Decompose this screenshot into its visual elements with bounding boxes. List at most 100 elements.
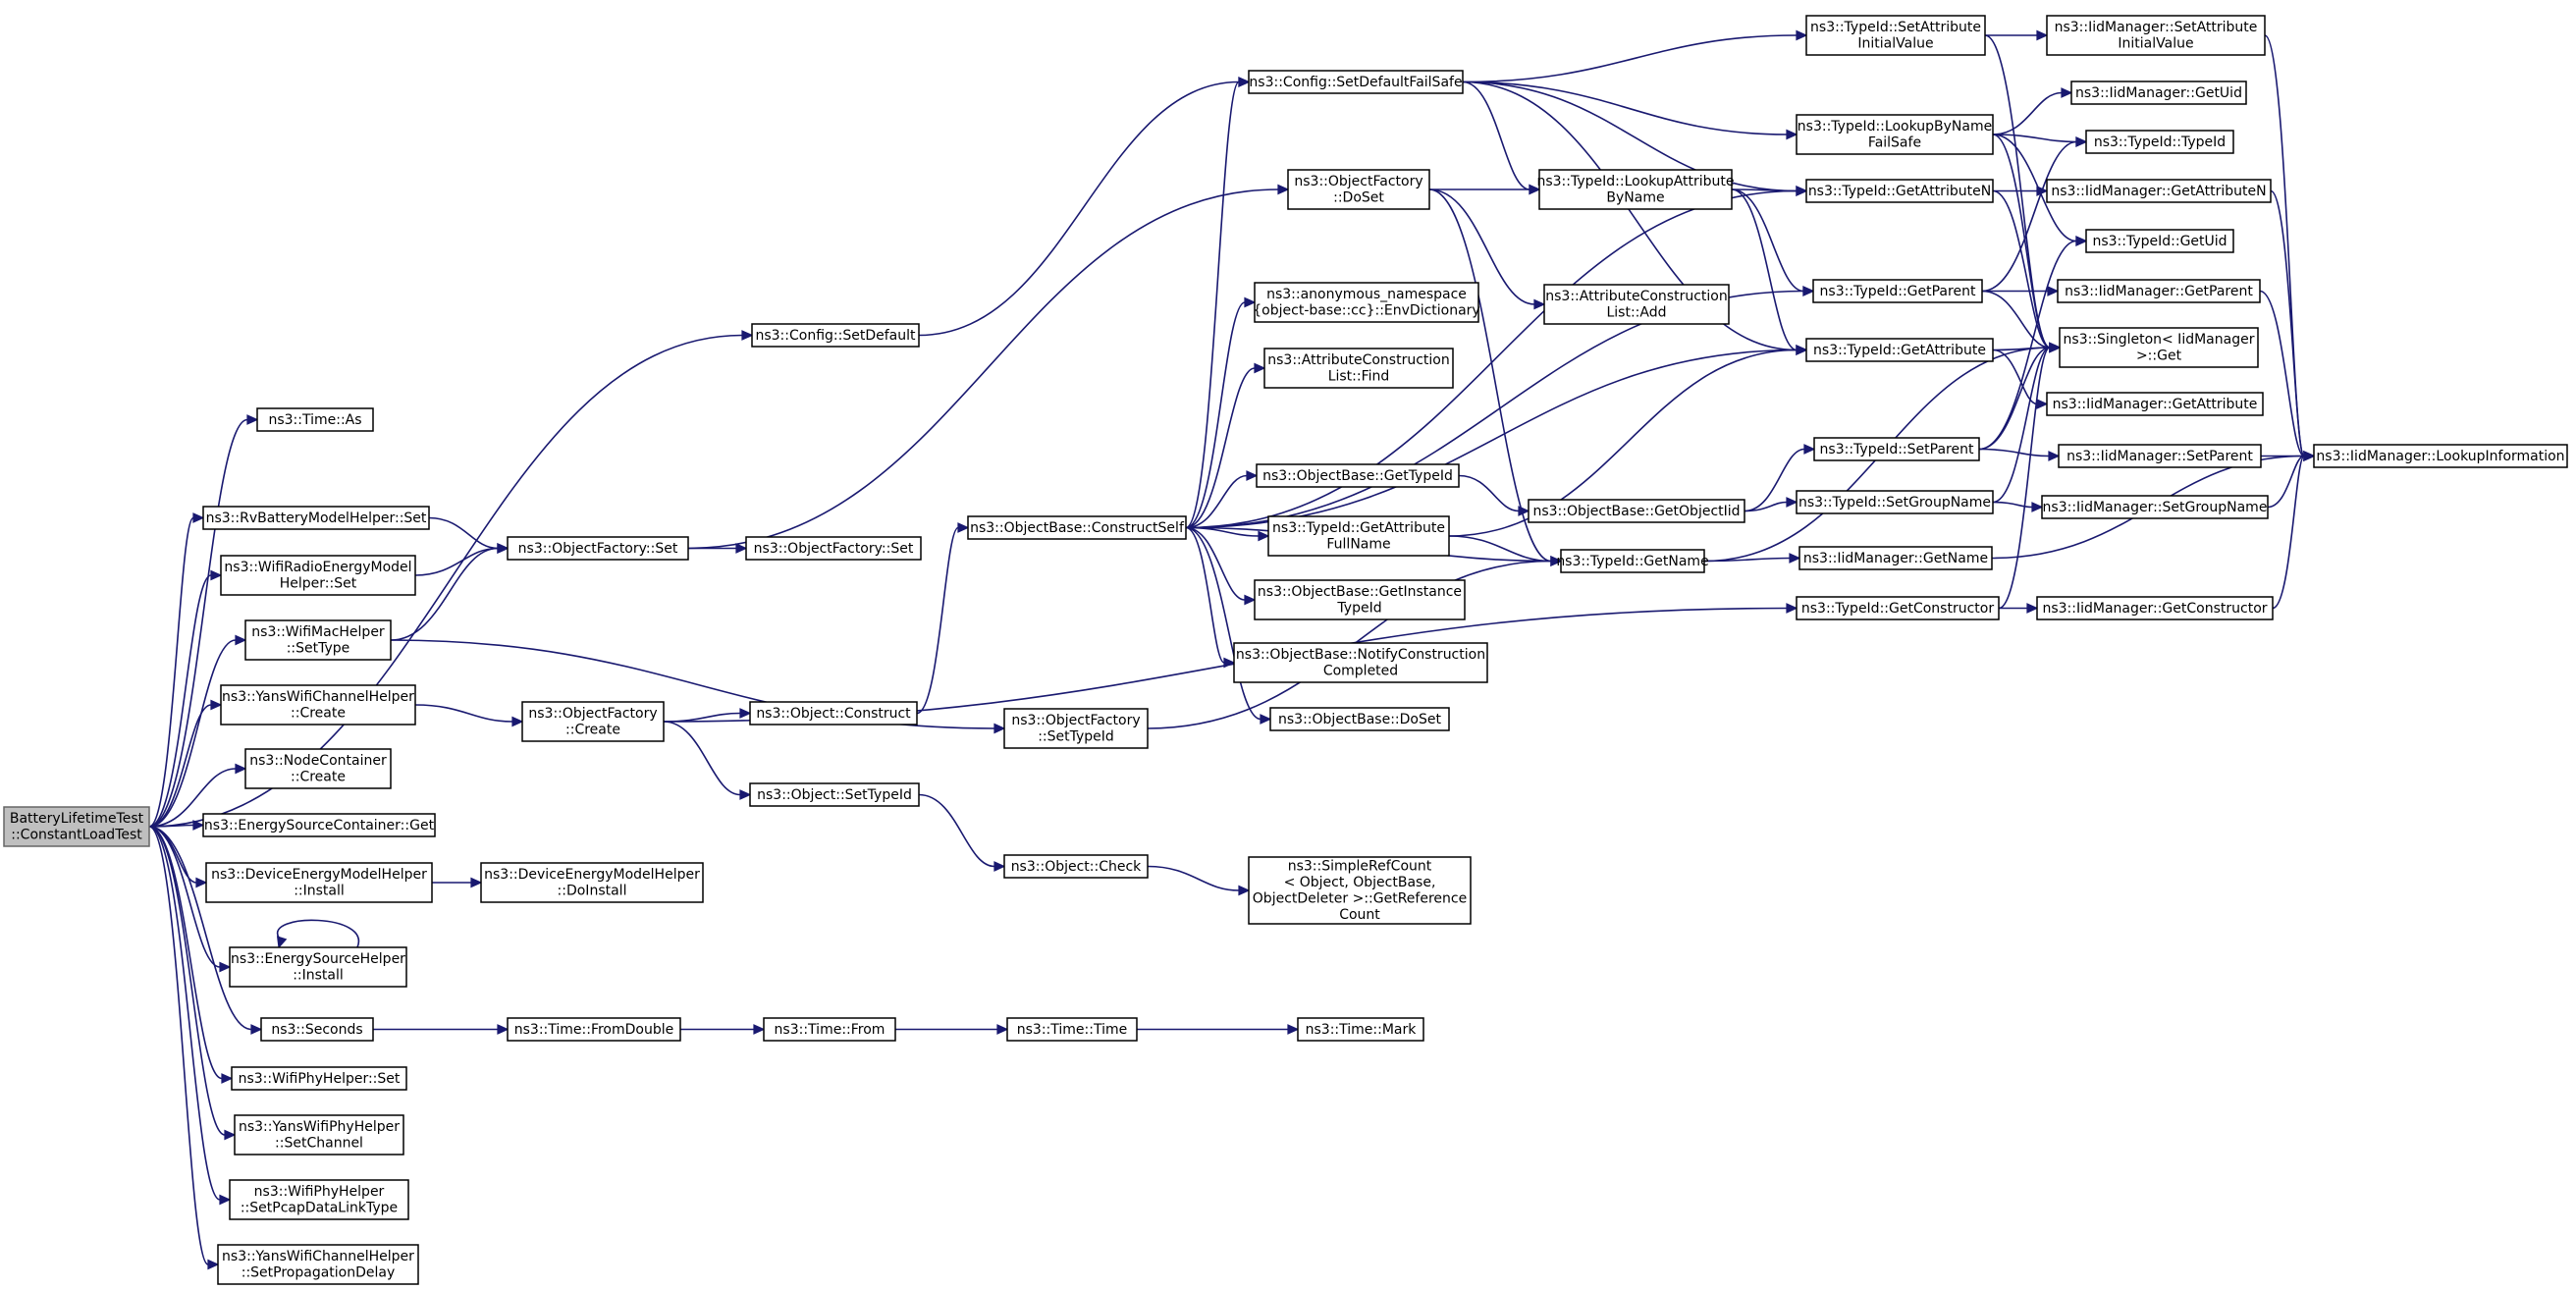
function-node-iid-setparent[interactable]: ns3::IidManager::SetParent: [2058, 444, 2262, 468]
function-node-iid-lookupinfo[interactable]: ns3::IidManager::LookupInformation: [2313, 444, 2568, 468]
function-node-esh-install[interactable]: ns3::EnergySourceHelper::Install: [229, 946, 407, 988]
function-node-time-as[interactable]: ns3::Time::As: [256, 407, 374, 432]
function-node-iid-getname[interactable]: ns3::IidManager::GetName: [1798, 546, 1993, 570]
function-node-dem-doinstall[interactable]: ns3::DeviceEnergyModelHelper::DoInstall: [480, 862, 704, 903]
node-label-line: ns3::YansWifiChannelHelper: [222, 1249, 414, 1264]
function-node-tid-getuid[interactable]: ns3::TypeId::GetUid: [2085, 229, 2234, 253]
node-label-line: ns3::EnergySourceContainer::Get: [204, 818, 435, 833]
node-label-line: List::Add: [1606, 305, 1666, 321]
function-node-singleton-get[interactable]: ns3::Singleton< IidManager>::Get: [2059, 327, 2259, 368]
call-edge: [2267, 451, 2316, 509]
node-label-line: ns3::Object::SetTypeId: [757, 787, 912, 803]
node-label-line: ::DoSet: [1333, 190, 1384, 206]
node-label-line: ns3::TypeId::GetName: [1556, 554, 1708, 569]
function-node-tid-setgroupname[interactable]: ns3::TypeId::SetGroupName: [1796, 490, 1994, 514]
function-node-iid-getuid[interactable]: ns3::IidManager::GetUid: [2070, 81, 2247, 105]
call-edge: [918, 77, 1251, 337]
function-node-of-doset[interactable]: ns3::ObjectFactory::DoSet: [1287, 169, 1430, 210]
function-node-cfg-setdefault[interactable]: ns3::Config::SetDefault: [751, 323, 920, 348]
node-label-line: {object-base::cc}::EnvDictionary: [1253, 303, 1479, 319]
function-node-ob-getobjectiid[interactable]: ns3::ObjectBase::GetObjectIid: [1528, 499, 1745, 523]
function-node-dem-install[interactable]: ns3::DeviceEnergyModelHelper::Install: [205, 862, 433, 903]
function-node-time-from[interactable]: ns3::Time::From: [763, 1017, 896, 1042]
function-node-ob-gettypeid[interactable]: ns3::ObjectBase::GetTypeId: [1256, 463, 1460, 488]
function-node-iid-getconstructor[interactable]: ns3::IidManager::GetConstructor: [2036, 596, 2274, 620]
function-node-esc-get[interactable]: ns3::EnergySourceContainer::Get: [202, 813, 436, 837]
node-label-line: ns3::ObjectFactory: [1294, 174, 1422, 189]
function-node-iid-setattrinit[interactable]: ns3::IidManager::SetAttributeInitialValu…: [2046, 15, 2266, 56]
call-edge: [680, 1024, 766, 1035]
node-label-line: Helper::Set: [280, 576, 357, 592]
function-node-seconds[interactable]: ns3::Seconds: [260, 1017, 374, 1042]
call-edge: [1985, 29, 2049, 41]
function-node-of-create[interactable]: ns3::ObjectFactory::Create: [521, 701, 665, 742]
function-node-tid-getname[interactable]: ns3::TypeId::GetName: [1556, 549, 1709, 573]
function-node-obj-construct[interactable]: ns3::Object::Construct: [749, 701, 918, 726]
function-node-time-time[interactable]: ns3::Time::Time: [1006, 1017, 1138, 1042]
node-label-line: FullName: [1326, 537, 1390, 553]
node-label-line: ns3::TypeId::LookupAttribute: [1536, 174, 1734, 189]
function-node-tid-getconstructor[interactable]: ns3::TypeId::GetConstructor: [1796, 596, 2000, 620]
node-label-line: ns3::IidManager::LookupInformation: [2316, 449, 2564, 464]
function-node-tid-getparent[interactable]: ns3::TypeId::GetParent: [1812, 279, 1983, 303]
function-node-yanschan-create[interactable]: ns3::YansWifiChannelHelper::Create: [220, 684, 416, 726]
node-label-line: ns3::Object::Construct: [756, 706, 911, 722]
function-node-time-mark[interactable]: ns3::Time::Mark: [1297, 1017, 1424, 1042]
function-node-of-set[interactable]: ns3::ObjectFactory::Set: [507, 536, 689, 561]
function-node-tid-getattributen[interactable]: ns3::TypeId::GetAttributeN: [1805, 179, 1994, 203]
call-edge: [1992, 501, 2044, 512]
function-node-ob-notifyconstruction[interactable]: ns3::ObjectBase::NotifyConstructionCompl…: [1233, 642, 1488, 683]
function-node-of-set2[interactable]: ns3::ObjectFactory::Set: [745, 536, 922, 561]
function-node-tid-getattribute[interactable]: ns3::TypeId::GetAttribute: [1805, 338, 1994, 362]
function-node-iid-getattributen[interactable]: ns3::IidManager::GetAttributeN: [2046, 179, 2272, 203]
function-node-obj-settypeid[interactable]: ns3::Object::SetTypeId: [749, 782, 920, 807]
node-label-line: ns3::RvBatteryModelHelper::Set: [206, 511, 427, 526]
call-edge: [1185, 470, 1259, 529]
function-node-ob-constructself[interactable]: ns3::ObjectBase::ConstructSelf: [967, 515, 1187, 540]
node-label-line: ns3::Config::SetDefault: [755, 328, 916, 344]
node-label-line: ::SetType: [287, 641, 350, 657]
function-node-nodecont-create[interactable]: ns3::NodeContainer::Create: [244, 748, 392, 789]
function-node-yansphy-setchannel[interactable]: ns3::YansWifiPhyHelper::SetChannel: [234, 1114, 404, 1156]
function-node-simplerefcount[interactable]: ns3::SimpleRefCount< Object, ObjectBase,…: [1248, 856, 1472, 925]
call-edge: [1731, 186, 1808, 196]
node-label-line: ns3::ObjectFactory: [1011, 713, 1140, 728]
function-node-yanschan-setprop[interactable]: ns3::YansWifiChannelHelper::SetPropagati…: [217, 1244, 419, 1285]
call-edge: [1462, 81, 1798, 140]
function-node-tid-setparent[interactable]: ns3::TypeId::SetParent: [1813, 437, 1980, 461]
function-node-wifimac-settype[interactable]: ns3::WifiMacHelper::SetType: [244, 619, 392, 661]
function-node-of-settypeid[interactable]: ns3::ObjectFactory::SetTypeId: [1003, 708, 1149, 749]
function-node-iid-getattribute[interactable]: ns3::IidManager::GetAttribute: [2046, 392, 2264, 416]
function-node-tid-typeid[interactable]: ns3::TypeId::TypeId: [2085, 130, 2234, 154]
call-edge: [428, 516, 510, 554]
node-label-line: >::Get: [2136, 349, 2182, 364]
call-edge: [148, 826, 232, 973]
function-node-iid-getparent[interactable]: ns3::IidManager::GetParent: [2057, 279, 2261, 303]
function-node-ob-doset[interactable]: ns3::ObjectBase::DoSet: [1269, 707, 1450, 731]
function-node-anon-envdict[interactable]: ns3::anonymous_namespace{object-base::cc…: [1253, 282, 1480, 323]
node-label-line: ns3::TypeId::GetParent: [1820, 284, 1976, 299]
function-node-rv-set[interactable]: ns3::RvBatteryModelHelper::Set: [202, 506, 430, 530]
node-label-line: Count: [1339, 907, 1380, 923]
function-node-time-fromdouble[interactable]: ns3::Time::FromDouble: [507, 1017, 681, 1042]
function-node-wifiphy-set[interactable]: ns3::WifiPhyHelper::Set: [231, 1066, 407, 1091]
node-label-line: ::DoInstall: [558, 884, 627, 899]
call-edge: [1982, 286, 2060, 296]
node-label-line: ns3::IidManager::SetAttribute: [2055, 20, 2258, 35]
node-label-line: ns3::ObjectBase::GetTypeId: [1262, 468, 1453, 484]
call-edge: [1147, 865, 1251, 896]
function-node-cfg-setdefaultfailsafe[interactable]: ns3::Config::SetDefaultFailSafe: [1248, 70, 1464, 94]
function-node-obj-check[interactable]: ns3::Object::Check: [1003, 854, 1149, 879]
function-node-wifiphy-setpcap[interactable]: ns3::WifiPhyHelper::SetPcapDataLinkType: [229, 1179, 409, 1220]
function-node-iid-setgroupname[interactable]: ns3::IidManager::SetGroupName: [2041, 495, 2269, 519]
node-label-line: ns3::WifiPhyHelper: [254, 1184, 385, 1200]
function-nodes: BatteryLifetimeTest::ConstantLoadTestns3…: [3, 15, 2568, 1285]
